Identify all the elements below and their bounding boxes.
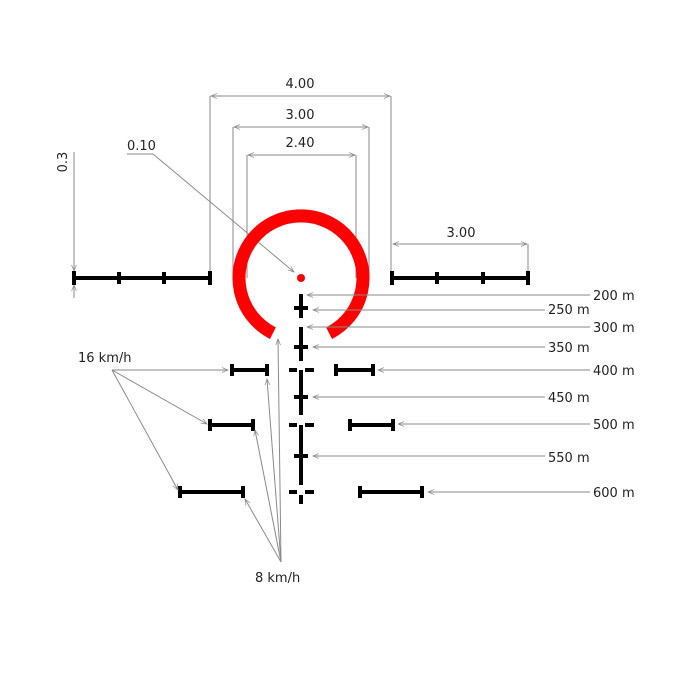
dimension-3-00-ring: 3.00 [232,108,370,278]
dimension-label: 2.40 [286,136,315,151]
range-label-500: 500 m [593,418,635,433]
dimension-2-40: 2.40 [246,136,357,278]
dimension-3-00-scale: 3.00 [392,226,529,272]
bdc-post [289,294,314,504]
dimension-label: 0.10 [127,139,156,154]
range-label-450: 450 m [548,391,590,406]
range-label-300: 300 m [593,321,635,336]
range-label-400: 400 m [593,364,635,379]
dimension-label: 0.3 [56,152,71,173]
wind-bars [178,364,424,498]
range-label-250: 250 m [548,303,590,318]
range-labels: 200 m 250 m 300 m 350 m 400 m 450 m 500 … [306,289,635,501]
dimension-0-10: 0.10 [127,139,295,273]
range-label-200: 200 m [593,289,635,304]
range-label-350: 350 m [548,341,590,356]
wind-8-kmh: 8 km/h [244,338,300,586]
wind-label-16: 16 km/h [78,351,132,366]
dimension-label: 3.00 [286,108,315,123]
dimension-label: 4.00 [286,77,315,92]
wind-label-8: 8 km/h [255,571,300,586]
dimension-0-3: 0.3 [56,152,77,298]
dimension-label: 3.00 [447,226,476,241]
wind-16-kmh: 16 km/h [78,351,229,491]
range-label-600: 600 m [593,486,635,501]
left-scale [72,271,212,285]
dimension-4-00: 4.00 [209,77,392,272]
red-dot [297,274,305,282]
range-label-550: 550 m [548,451,590,466]
right-scale [390,271,530,285]
